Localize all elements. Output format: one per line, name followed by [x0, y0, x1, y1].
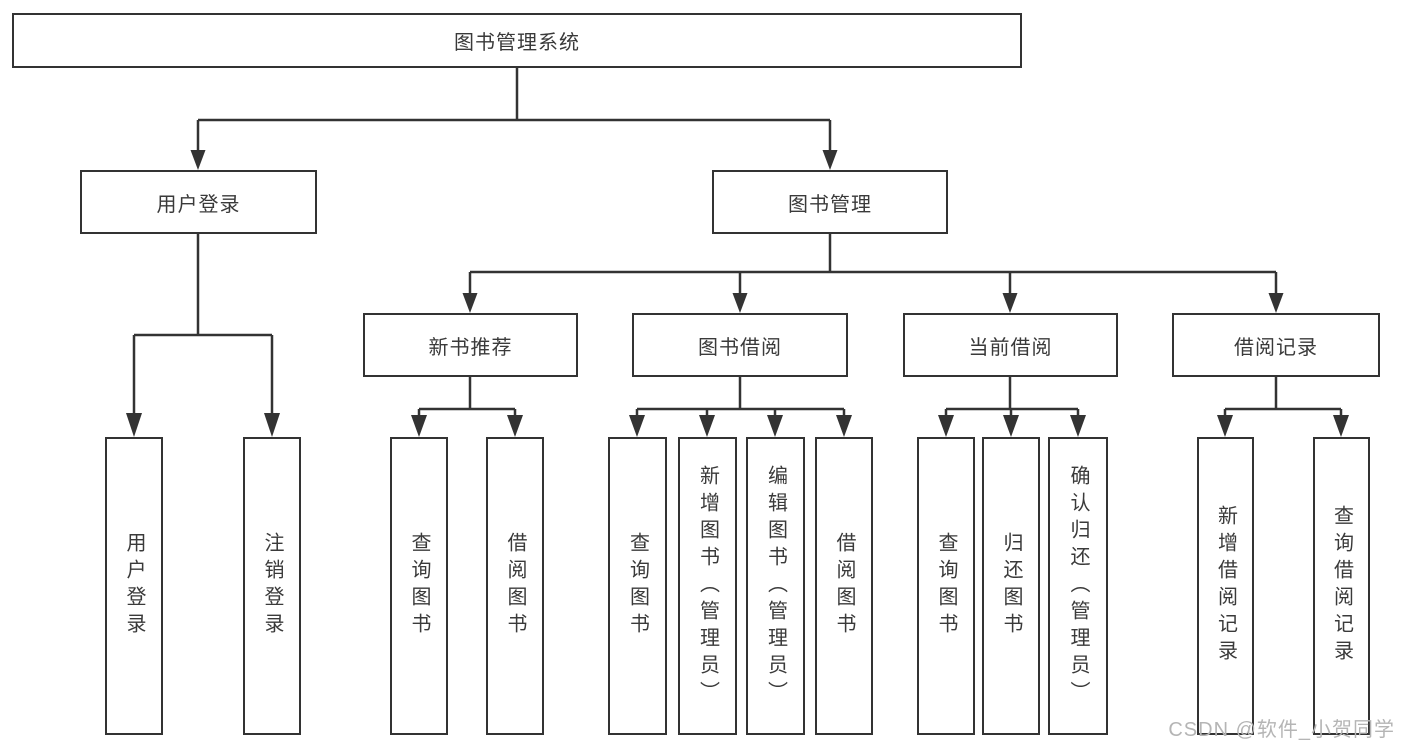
- node-new-book-recommendation: 新书推荐: [363, 313, 578, 377]
- node-leaf-cb-query-books: 查询图书: [917, 437, 975, 735]
- node-leaf-cb-confirm-return-admin: 确认归还（管理员）: [1048, 437, 1108, 735]
- node-borrowing-records: 借阅记录: [1172, 313, 1380, 377]
- csdn-watermark: CSDN @软件_小贺同学: [1168, 719, 1395, 741]
- node-user-login: 用户登录: [80, 170, 317, 234]
- node-leaf-bb-query-books: 查询图书: [608, 437, 667, 735]
- node-library-management-system: 图书管理系统: [12, 13, 1022, 68]
- node-leaf-user-login: 用户登录: [105, 437, 163, 735]
- node-book-management: 图书管理: [712, 170, 948, 234]
- node-book-borrowing: 图书借阅: [632, 313, 848, 377]
- node-leaf-bb-edit-books-admin: 编辑图书（管理员）: [746, 437, 805, 735]
- node-leaf-nb-borrow-books: 借阅图书: [486, 437, 544, 735]
- node-leaf-logout: 注销登录: [243, 437, 301, 735]
- node-leaf-cb-return-books: 归还图书: [982, 437, 1040, 735]
- node-leaf-br-query-borrow-record: 查询借阅记录: [1313, 437, 1370, 735]
- node-current-borrowing: 当前借阅: [903, 313, 1118, 377]
- node-leaf-nb-query-books: 查询图书: [390, 437, 448, 735]
- node-leaf-br-add-borrow-record: 新增借阅记录: [1197, 437, 1254, 735]
- node-leaf-bb-borrow-books: 借阅图书: [815, 437, 873, 735]
- node-leaf-bb-add-books-admin: 新增图书（管理员）: [678, 437, 737, 735]
